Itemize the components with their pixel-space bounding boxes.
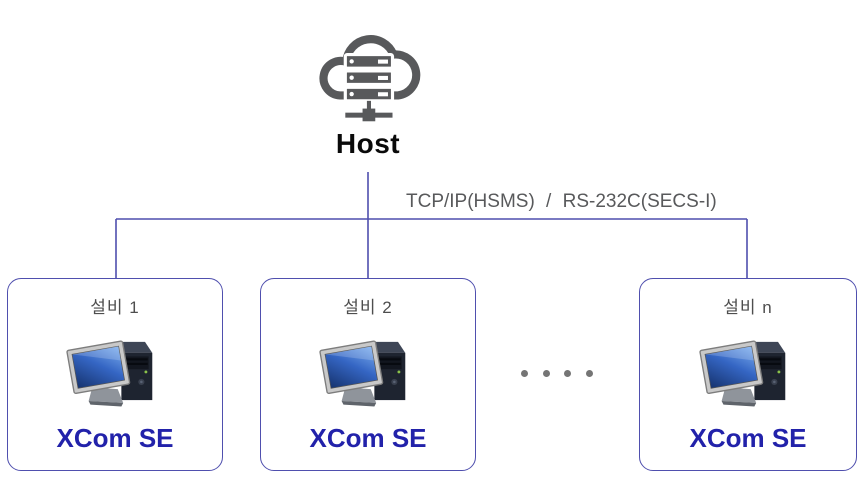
desktop-computer-icon [66,339,153,406]
software-label: XCom SE [309,423,427,453]
software-label: XCom SE [689,423,807,453]
dot-icon [585,370,593,377]
equipment-box-2: 설비 2 XCom SE [260,278,476,471]
equipment-box-1: 설비 1 XCom SE [7,278,223,471]
host-node: Host [300,14,436,160]
host-label: Host [335,128,401,159]
protocol-label: TCP/IP(HSMS) / RS-232C(SECS-I) [406,191,717,212]
dot-icon [521,370,528,377]
equipment-name: 설비 1 [90,298,140,317]
dot-icon [564,370,572,377]
cloud-server-icon [319,35,421,122]
network-connector [345,100,393,122]
server-rack [343,52,395,103]
desktop-computer-icon [699,339,786,406]
equipment-name: 설비 2 [343,298,393,317]
desktop-computer-icon [319,339,406,406]
ellipsis-dots [521,370,593,377]
equipment-box-n: 설비 n XCom SE [639,278,857,471]
dot-icon [542,370,550,377]
equipment-name: 설비 n [723,298,773,317]
software-label: XCom SE [56,423,174,453]
